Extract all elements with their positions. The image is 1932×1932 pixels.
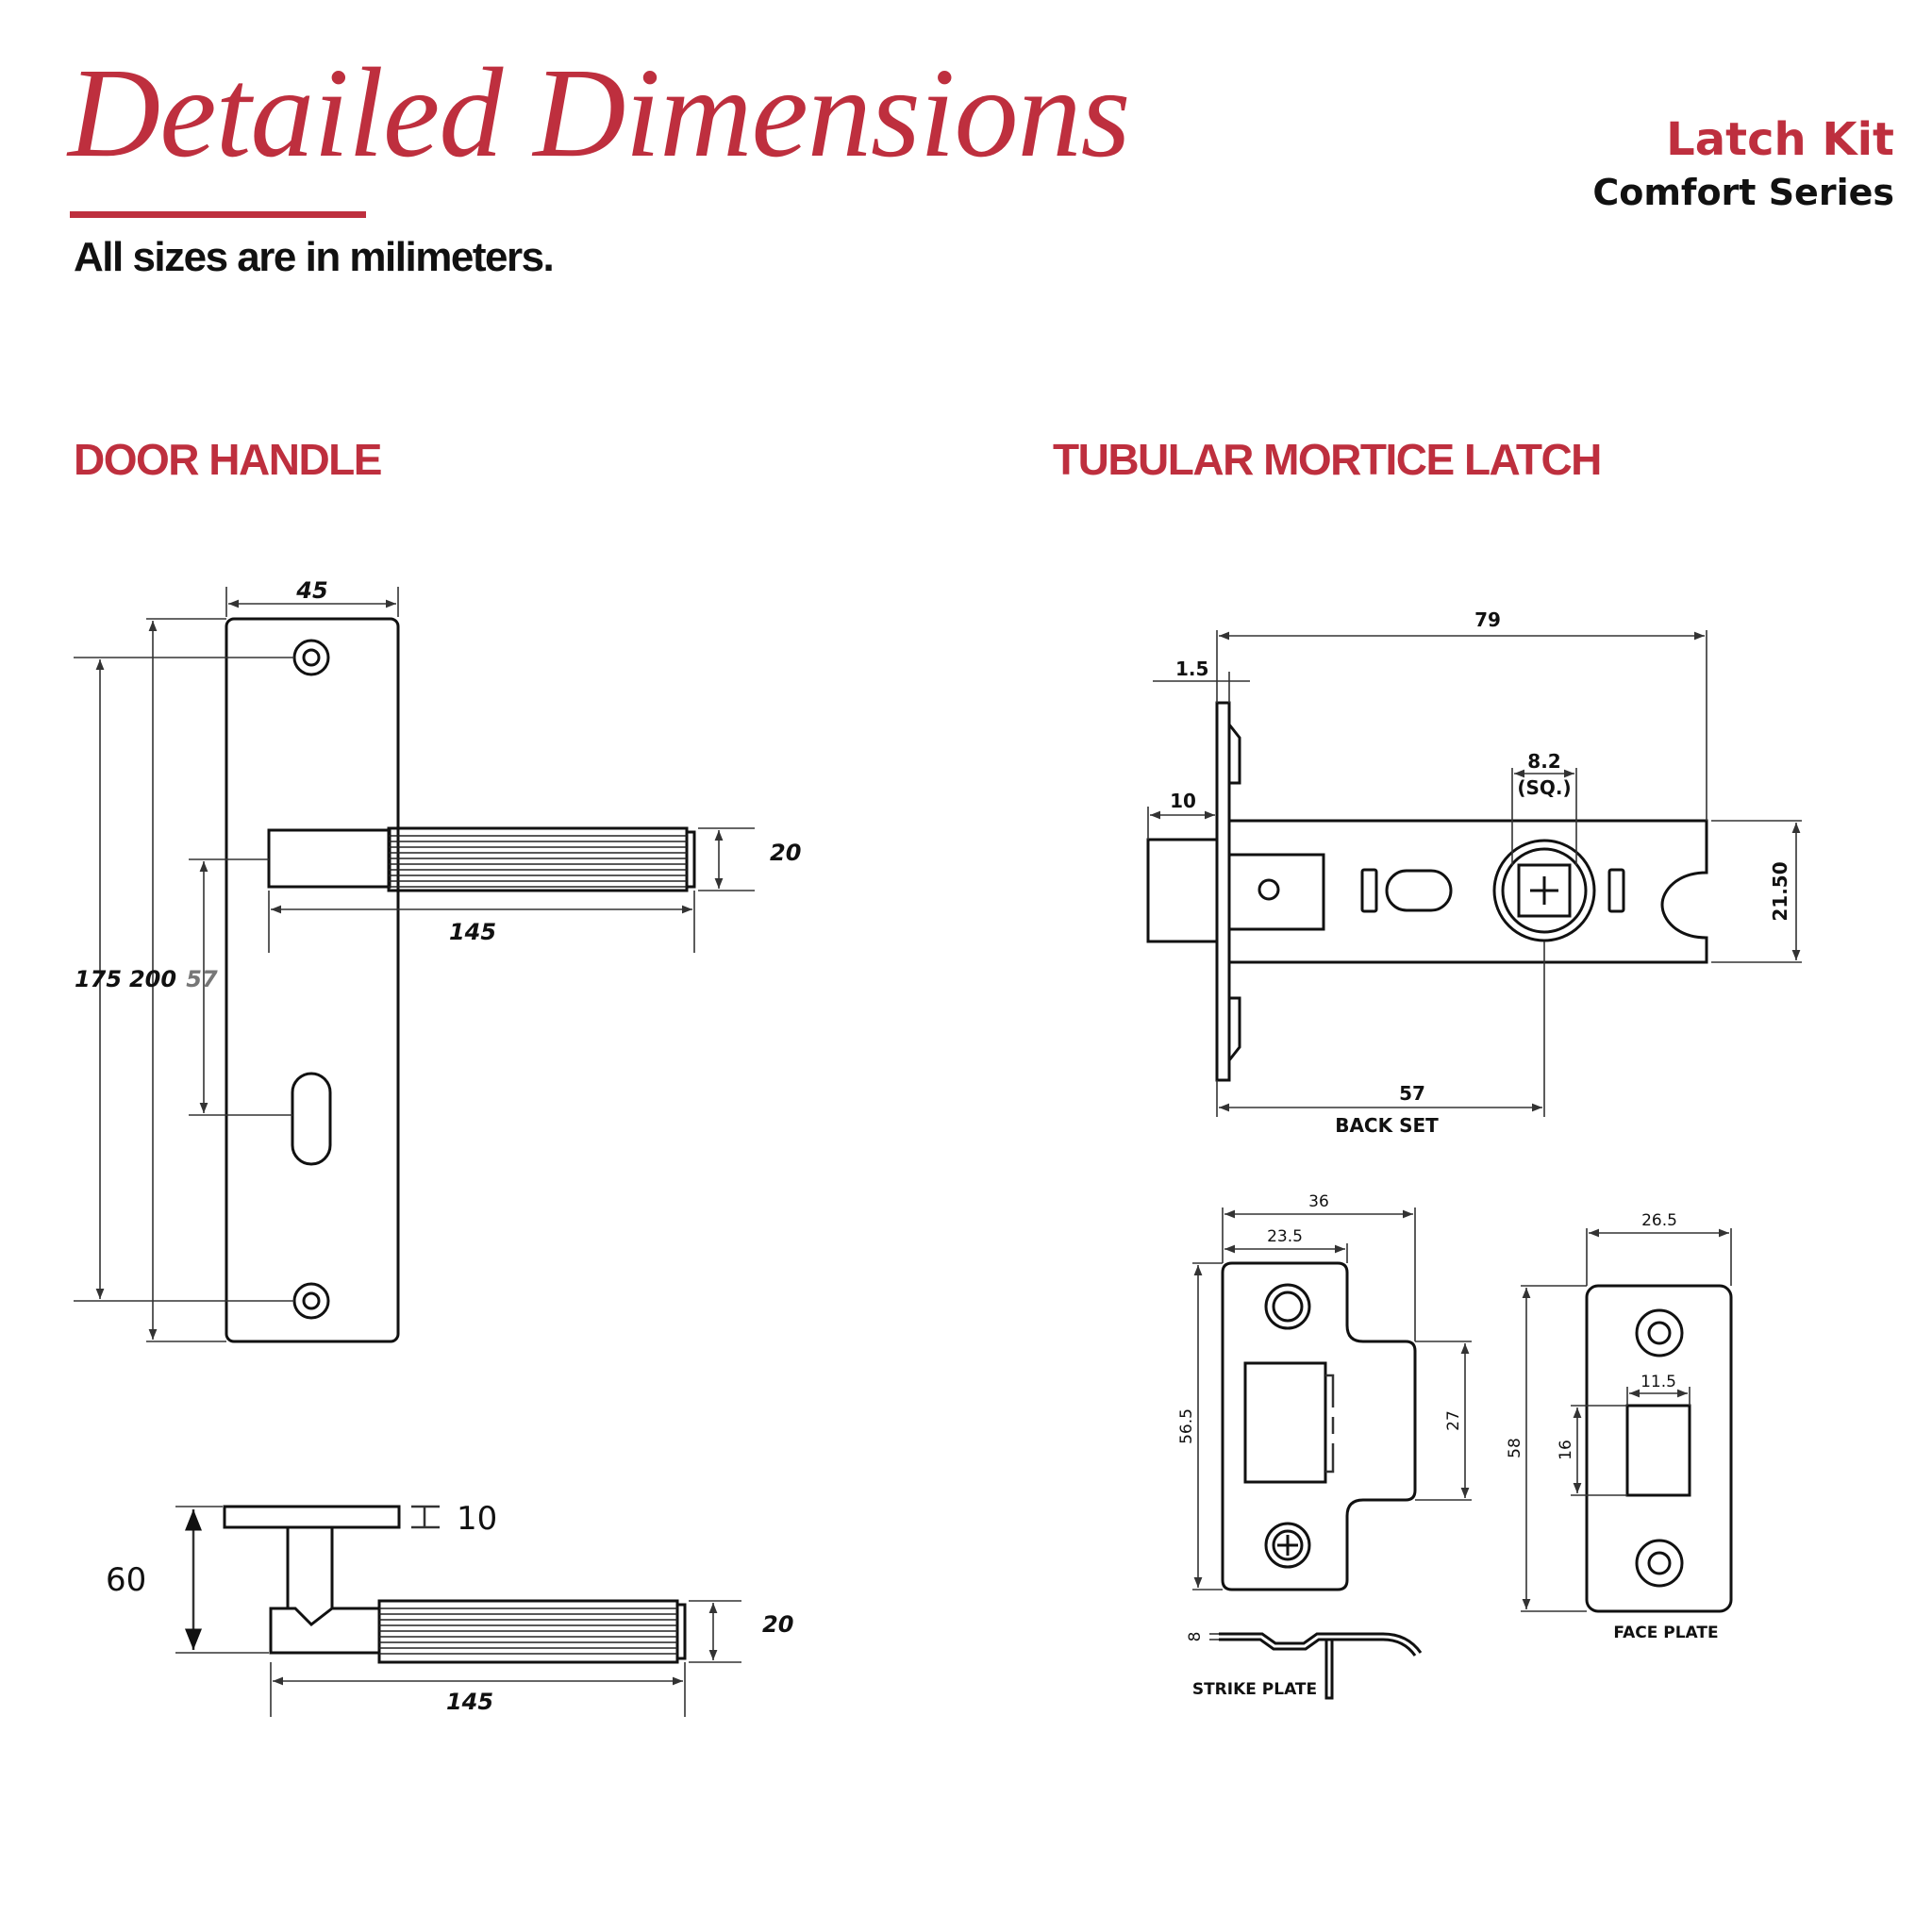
front-extension-lines — [74, 587, 755, 1342]
lever-to-keyhole-dimension: 57 — [186, 966, 218, 992]
latch-bolt — [1146, 838, 1219, 943]
face-width-dimension: 26.5 — [1641, 1211, 1677, 1230]
lever-handle — [267, 826, 696, 892]
strike-thickness-dimension: 8 — [1186, 1632, 1205, 1642]
spindle-note: (SQ.) — [1517, 776, 1571, 799]
plate-height-dimension: 200 — [129, 966, 176, 992]
face-top-screw — [1635, 1308, 1684, 1357]
forend-thickness-dimension: 1.5 — [1175, 658, 1208, 680]
case-oval-slot — [1385, 869, 1453, 912]
face-plate-view: 26.5 58 11.5 16 FACE PLATE — [1506, 1211, 1733, 1642]
face-plate-label: FACE PLATE — [1613, 1624, 1718, 1642]
top-screw-hole — [292, 639, 330, 676]
face-latch-slot — [1625, 1404, 1691, 1497]
backset-dimension: 57 — [1399, 1082, 1425, 1105]
strike-plate-view: 36 23.5 56.5 27 8 STRIKE PLATE — [1177, 1192, 1472, 1700]
spindle-follower — [1492, 839, 1596, 942]
latch-extension-lines — [1147, 630, 1802, 1117]
face-plate-outline — [1585, 1284, 1733, 1613]
strike-bottom-screw — [1264, 1522, 1311, 1569]
strike-plate-width-dimension: 23.5 — [1267, 1227, 1303, 1246]
strike-overall-width-dimension: 36 — [1308, 1192, 1329, 1211]
spindle-size-dimension: 8.2 — [1527, 750, 1560, 773]
case-rivet — [1257, 878, 1280, 901]
strike-top-screw — [1264, 1283, 1311, 1330]
screw-spacing-dimension: 175 — [75, 966, 122, 992]
units-note: All sizes are in milimeters. — [74, 234, 555, 280]
forend-tabs — [1227, 724, 1241, 1061]
face-slot-width-dimension: 11.5 — [1641, 1373, 1676, 1391]
latch-case — [1227, 819, 1708, 964]
backset-label: BACK SET — [1335, 1114, 1439, 1137]
lever-length-dimension: 145 — [449, 919, 496, 945]
lever-thickness-dimension: 20 — [770, 840, 801, 866]
side-extension-lines — [175, 1506, 741, 1717]
face-extension-lines — [1521, 1228, 1732, 1612]
product-series: Comfort Series — [1592, 172, 1894, 213]
case-height-dimension: 21.50 — [1769, 861, 1791, 921]
tubular-latch-view: 79 1.5 10 8.2 (SQ.) 21.50 57 BACK SET — [1146, 608, 1802, 1137]
strike-plate-outline — [1221, 1261, 1417, 1591]
strike-plate-profile — [1219, 1632, 1423, 1700]
product-name: Latch Kit — [1666, 113, 1894, 166]
door-handle-side-view: 10 60 20 145 — [106, 1500, 793, 1717]
strike-latch-opening — [1243, 1361, 1327, 1484]
side-lever-base — [269, 1607, 381, 1655]
plate-width-dimension: 45 — [295, 577, 327, 604]
plate-thickness-dimension: 10 — [457, 1500, 497, 1538]
strike-lip-height-dimension: 27 — [1444, 1410, 1463, 1431]
strike-extension-lines — [1192, 1208, 1472, 1591]
side-lever-length-dimension: 145 — [446, 1689, 493, 1715]
case-slot — [1227, 853, 1325, 931]
section-heading-door-handle: DOOR HANDLE — [74, 435, 382, 484]
case-slot-small-left — [1360, 868, 1378, 913]
keyhole — [291, 1072, 332, 1166]
face-height-dimension: 58 — [1506, 1438, 1524, 1458]
case-slot-small-right — [1607, 868, 1625, 913]
forend-plate — [1215, 701, 1231, 1082]
latch-projection-dimension: 10 — [1170, 790, 1196, 812]
door-handle-front-view: 45 175 200 57 20 145 — [74, 577, 801, 1343]
backplate — [225, 617, 400, 1343]
strike-height-dimension: 56.5 — [1177, 1408, 1196, 1444]
title-underline — [70, 211, 366, 218]
side-neck — [286, 1527, 334, 1608]
side-backplate — [223, 1505, 401, 1529]
side-lever-thickness-dimension: 20 — [762, 1611, 793, 1638]
plate-thickness-bracket — [411, 1505, 440, 1529]
bottom-screw-hole — [292, 1282, 330, 1320]
strike-plate-label: STRIKE PLATE — [1192, 1680, 1317, 1699]
side-lever-grip-ribs — [379, 1607, 677, 1655]
projection-dimension: 60 — [106, 1561, 146, 1599]
lever-grip-ribs — [389, 835, 687, 888]
face-bottom-screw — [1635, 1539, 1684, 1588]
page-title: Detailed Dimensions — [68, 42, 1131, 184]
face-slot-height-dimension: 16 — [1557, 1440, 1575, 1460]
overall-length-dimension: 79 — [1474, 608, 1501, 631]
section-heading-tubular-latch: TUBULAR MORTICE LATCH — [1053, 435, 1602, 484]
